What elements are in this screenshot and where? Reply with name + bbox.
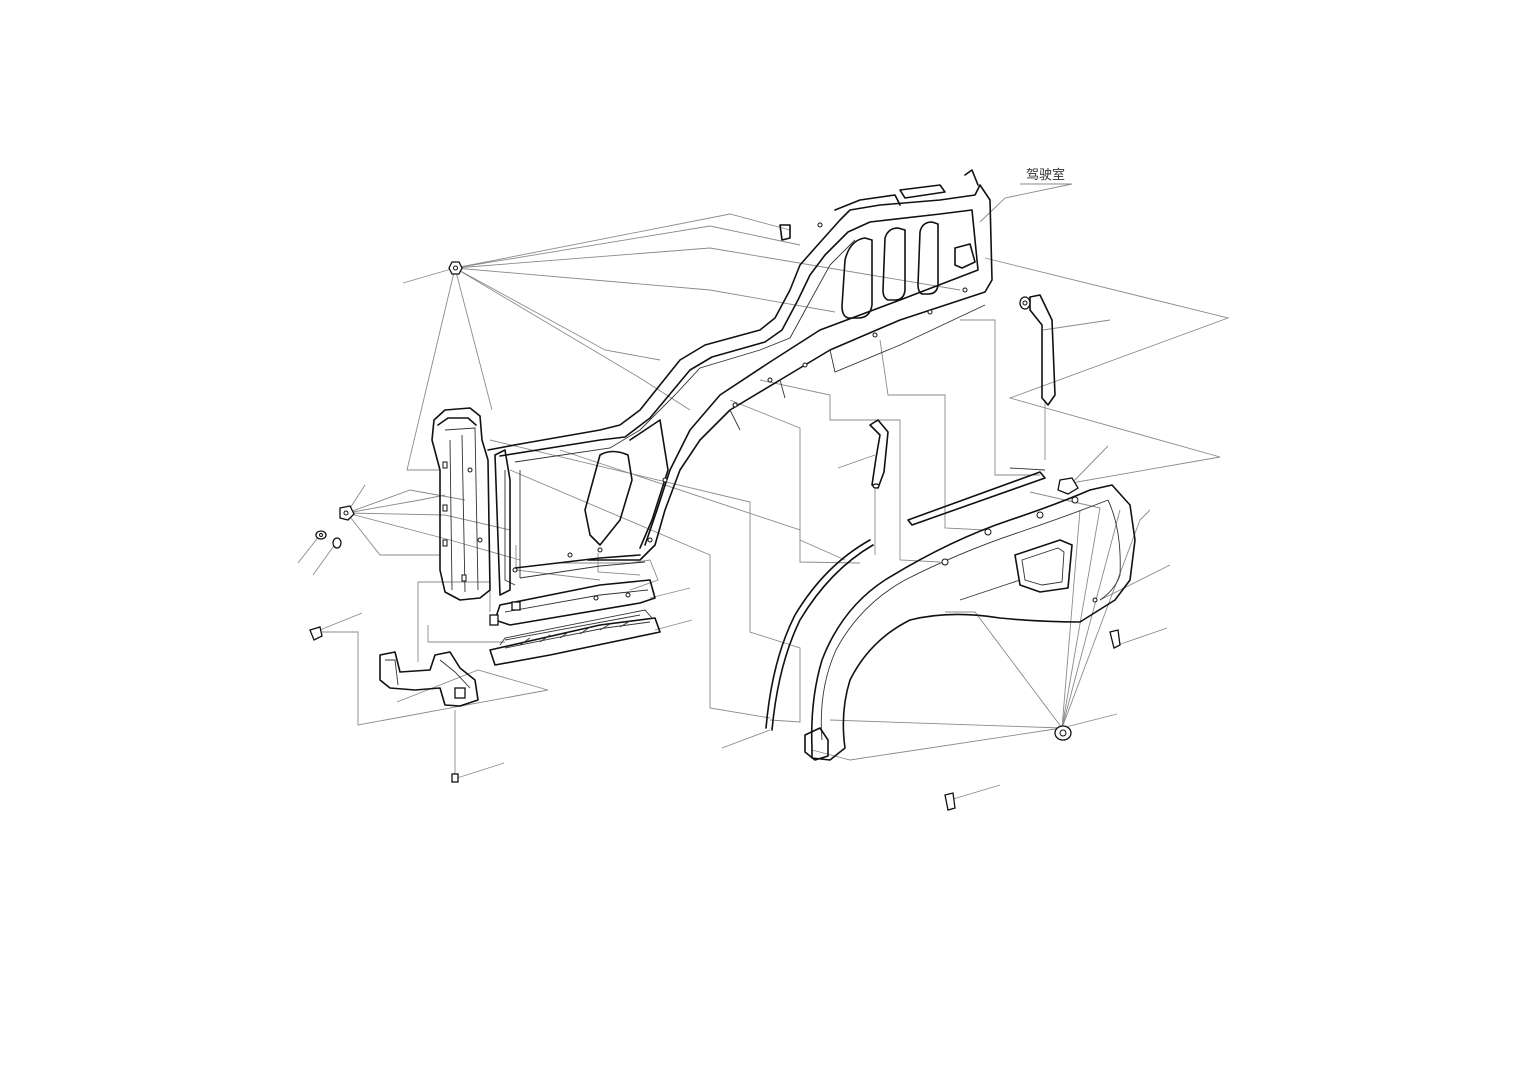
fastener-nut-top	[448, 261, 463, 275]
cab-label: 驾驶室	[1026, 167, 1065, 183]
fastener-clip-left	[309, 626, 323, 641]
rear-pillar-trim	[1019, 294, 1056, 406]
mid-bracket	[869, 419, 889, 489]
fastener-grommet-right	[1054, 725, 1072, 741]
upper-trim-strip	[907, 467, 1046, 526]
cab-callout: 驾驶室	[1020, 167, 1072, 185]
wheel-arch-liner	[765, 539, 874, 731]
fastener-washer-b	[332, 537, 342, 549]
front-pillar-reinforcement	[431, 407, 491, 601]
fastener-washer-a	[315, 530, 327, 540]
fastener-bolt-left	[339, 505, 355, 521]
fastener-bolt-bottom	[944, 792, 956, 811]
leader-lines	[297, 183, 1230, 801]
lower-mount-bracket	[379, 651, 479, 707]
fastener-screw-bottom	[451, 773, 459, 783]
step-tread	[489, 609, 661, 666]
fender-panel	[804, 477, 1136, 761]
cab-side-panel	[487, 169, 993, 596]
fastener-screw-right	[1109, 629, 1121, 649]
step-bracket	[489, 579, 656, 626]
